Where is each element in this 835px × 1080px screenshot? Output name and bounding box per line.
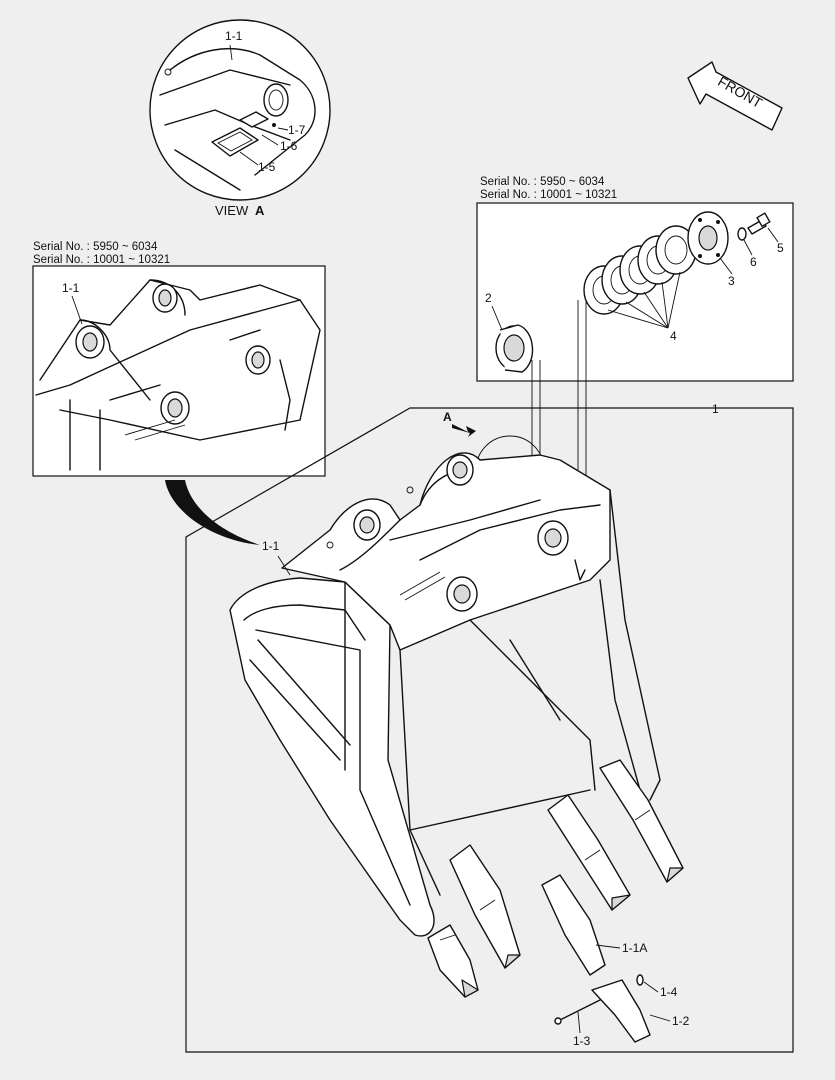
callout-view-bucket: 1-1 [225, 29, 243, 43]
callout-1-5: 1-5 [258, 160, 276, 174]
callout-3: 3 [728, 274, 735, 288]
callout-bucket: 1-1 [262, 539, 280, 553]
callout-1-7: 1-7 [288, 123, 306, 137]
callout-1-1a: 1-1A [622, 941, 647, 955]
shim-stack [583, 225, 697, 315]
view-letter: A [255, 203, 265, 218]
view-a-detail [149, 19, 331, 201]
callout-2: 2 [485, 291, 492, 305]
earlier-bucket-inset [32, 265, 326, 477]
callout-4: 4 [670, 329, 677, 343]
callout-inset-1-1: 1-1 [62, 281, 80, 295]
callout-1-4: 1-4 [660, 985, 678, 999]
arrow-a [452, 424, 476, 437]
lock-washer [737, 227, 747, 241]
callout-6: 6 [750, 255, 757, 269]
serial-line-2-right: Serial No. : 10001 ~ 10321 [480, 189, 617, 201]
callout-5: 5 [777, 241, 784, 255]
callout-1-6: 1-6 [280, 139, 298, 153]
front-arrow: FRONT [687, 61, 783, 131]
main-assembly-frame [185, 407, 794, 1053]
view-label: VIEW [215, 203, 249, 218]
inset-pointer-arrow [165, 480, 260, 545]
end-washer [687, 211, 729, 265]
arrow-a-label: A [443, 410, 452, 424]
serial-line-2-left: Serial No. : 10001 ~ 10321 [33, 254, 170, 266]
serial-line-1-right: Serial No. : 5950 ~ 6034 [480, 176, 605, 188]
serial-line-1-left: Serial No. : 5950 ~ 6034 [33, 241, 158, 253]
callout-1: 1 [712, 402, 719, 416]
bushing-part [495, 324, 534, 373]
callout-1-2: 1-2 [672, 1014, 690, 1028]
main-bucket-drawing [229, 452, 684, 1043]
inset-bucket-drawing [35, 279, 321, 471]
callout-1-3: 1-3 [573, 1034, 591, 1048]
